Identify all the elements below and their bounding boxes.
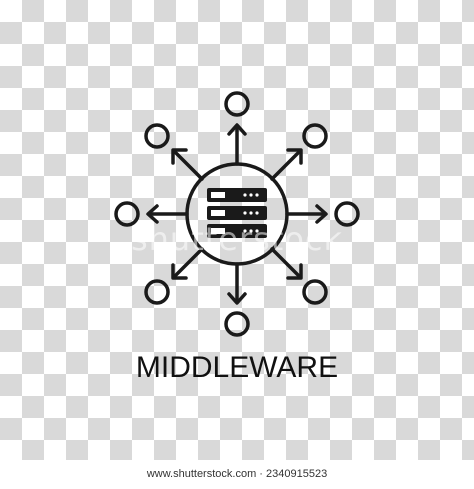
node-bottom	[224, 311, 250, 337]
server-stack-icon	[207, 188, 267, 238]
node-top-left	[144, 123, 170, 149]
node-right	[334, 201, 360, 227]
icon-title: MIDDLEWARE	[135, 351, 339, 384]
footer-credit: www.shutterstock.com · 2340915523	[0, 460, 474, 489]
node-top-right	[302, 123, 328, 149]
node-bottom-left	[144, 279, 170, 305]
middleware-icon	[114, 91, 360, 337]
node-top	[224, 91, 250, 117]
node-bottom-right	[302, 279, 328, 305]
node-left	[114, 201, 140, 227]
